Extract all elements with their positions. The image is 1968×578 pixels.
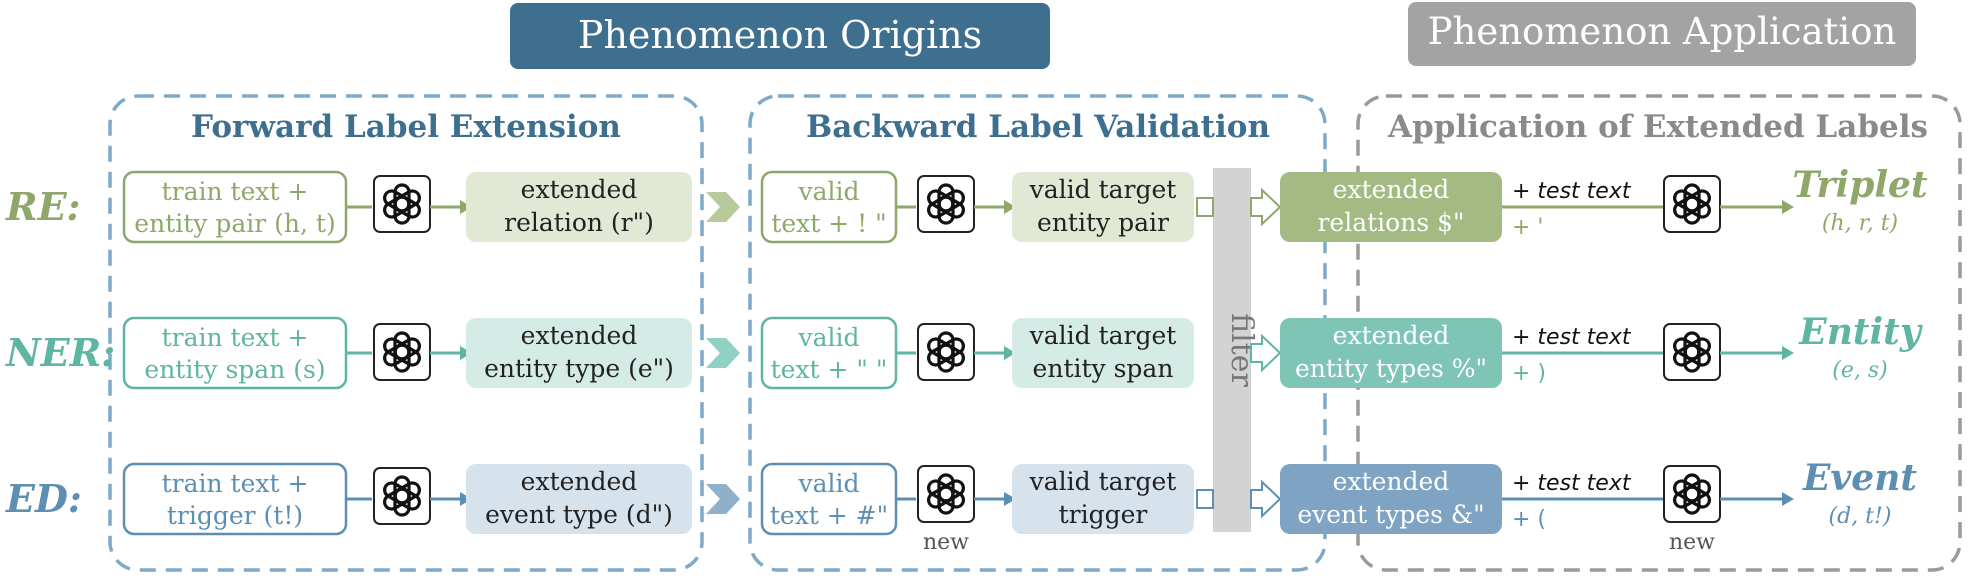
re-chevron	[706, 192, 740, 222]
ed-applied-line2: event types &"	[1297, 500, 1484, 529]
backward-section	[748, 94, 1327, 572]
origins-header	[510, 3, 1050, 69]
re-applied-box	[1280, 172, 1502, 242]
re-valid-line2: text + ! "	[771, 209, 886, 238]
forward-section	[108, 94, 704, 572]
ed-valid-line2: text + #"	[770, 501, 888, 530]
ner-extended-line1: extended	[521, 321, 638, 350]
application-header	[1408, 2, 1916, 66]
ner-target-line2: entity span	[1033, 354, 1174, 383]
ner-applied-line2: entity types %"	[1295, 354, 1487, 383]
apply-title: Application of Extended Labels	[1387, 109, 1928, 145]
re-extended-box	[466, 172, 692, 242]
ner-input-line2: entity span (s)	[144, 355, 325, 384]
ed-applied-box	[1280, 464, 1502, 534]
ner-arrowhead-2	[1004, 346, 1016, 360]
re-target-line2: entity pair	[1037, 208, 1169, 237]
ed-output-sub: (d, t!)	[1829, 504, 1892, 529]
re-valid-line1: valid	[797, 177, 859, 206]
ed-extended-line1: extended	[521, 467, 638, 496]
ed-target-line1: valid target	[1029, 467, 1177, 496]
ed-applied-line1: extended	[1333, 467, 1450, 496]
origins-header-text: Phenomenon Origins	[578, 13, 982, 57]
ner-test-line2: + )	[1512, 361, 1546, 386]
re-input-line2: entity pair (h, t)	[134, 209, 335, 238]
re-target-box	[1012, 172, 1194, 242]
ed-output-title: Event	[1802, 457, 1917, 499]
re-extended-line2: relation (r")	[504, 208, 654, 237]
ed-chevron	[706, 484, 740, 514]
ner-applied-line1: extended	[1333, 321, 1450, 350]
re-row-label: RE:	[5, 184, 81, 229]
re-applied-line2: relations $"	[1317, 208, 1464, 237]
ner-chevron	[706, 338, 740, 368]
ed-model-icon-1	[372, 466, 432, 526]
ed-test-line2: + (	[1512, 507, 1546, 532]
ed-input-line2: trigger (t!)	[167, 501, 303, 530]
ed-input-line1: train text +	[162, 469, 309, 498]
re-extended-line1: extended	[521, 175, 638, 204]
ner-target-box	[1012, 318, 1194, 388]
ner-target-line1: valid target	[1029, 321, 1177, 350]
re-test-line1: + test text	[1512, 179, 1632, 204]
application-header-text: Phenomenon Application	[1428, 10, 1897, 53]
ed-model-icon-3	[1662, 464, 1722, 524]
re-stub-left	[1196, 197, 1214, 217]
re-model-icon-3	[1662, 174, 1722, 234]
re-row: RE: train text + entity pair (h, t) exte…	[5, 164, 1928, 244]
re-model-icon-2	[916, 174, 976, 234]
ner-hollow-arrow	[1250, 333, 1282, 373]
ner-valid-line2: text + " "	[771, 355, 888, 384]
ed-row-label: ED:	[5, 476, 82, 521]
ed-valid-line1: valid	[797, 469, 859, 498]
ed-extended-line2: event type (d")	[485, 500, 673, 529]
ed-arrowhead-2	[1004, 492, 1016, 506]
re-input-line1: train text +	[162, 177, 309, 206]
re-output-sub: (h, r, t)	[1822, 211, 1898, 236]
ner-row-label: NER:	[5, 330, 115, 375]
ed-arrowhead-3	[1782, 492, 1794, 506]
ed-row: ED: train text + trigger (t!) extended e…	[5, 457, 1917, 555]
ner-extended-line2: entity type (e")	[484, 354, 674, 383]
ed-target-box	[1012, 464, 1194, 534]
re-arrowhead-2	[1004, 200, 1016, 214]
ed-model-icon-2	[916, 464, 976, 524]
filter-bar	[1213, 168, 1251, 532]
re-output-title: Triplet	[1792, 164, 1928, 206]
forward-title: Forward Label Extension	[191, 109, 621, 145]
ed-extended-box	[466, 464, 692, 534]
ner-output-sub: (e, s)	[1832, 358, 1887, 383]
ner-arrowhead-3	[1782, 346, 1794, 360]
re-applied-line1: extended	[1333, 175, 1450, 204]
ner-model-icon-2	[916, 322, 976, 382]
ner-output-title: Entity	[1798, 311, 1923, 353]
ed-target-line2: trigger	[1059, 500, 1148, 529]
re-arrowhead-3	[1782, 200, 1794, 214]
ed-new-label-2: new	[1669, 530, 1715, 555]
ed-test-line1: + test text	[1512, 471, 1632, 496]
backward-title: Backward Label Validation	[806, 109, 1270, 145]
re-hollow-arrow	[1250, 187, 1282, 227]
ner-model-icon-3	[1662, 322, 1722, 382]
ner-model-icon-1	[372, 322, 432, 382]
ner-test-line1: + test text	[1512, 325, 1632, 350]
ner-applied-box	[1280, 318, 1502, 388]
re-target-line1: valid target	[1029, 175, 1177, 204]
ner-valid-line1: valid	[797, 323, 859, 352]
ner-row: NER: train text + entity span (s) extend…	[5, 311, 1923, 390]
ed-hollow-arrow	[1250, 479, 1282, 519]
ner-extended-box	[466, 318, 692, 388]
ner-input-line1: train text +	[162, 323, 309, 352]
re-model-icon-1	[372, 174, 432, 234]
ed-stub-left	[1196, 489, 1214, 509]
re-test-line2: + '	[1512, 215, 1543, 240]
ed-new-label-1: new	[923, 530, 969, 555]
